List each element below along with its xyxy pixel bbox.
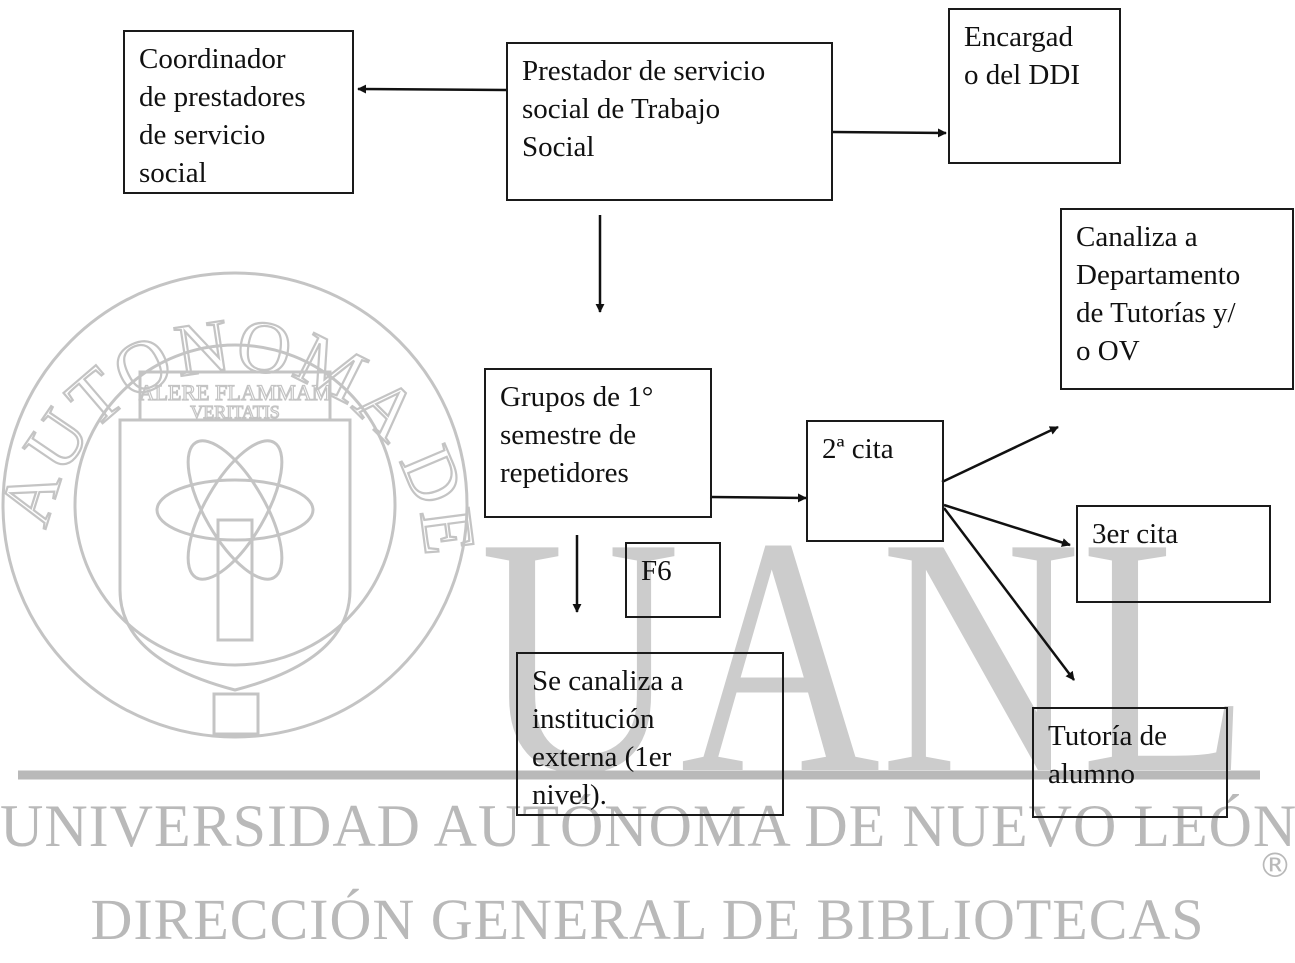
grupos-box: Grupos de 1° semestre de repetidores: [484, 368, 712, 518]
externa-box: Se canaliza a institución externa (1er n…: [516, 652, 784, 816]
arrow-segunda-cita-to-canaliza: [941, 425, 1059, 484]
seal-motto: VERITATIS: [190, 402, 280, 422]
segunda-cita-box: 2ª cita: [806, 420, 944, 542]
canaliza-box: Canaliza a Departamento de Tutorías y/ o…: [1060, 208, 1294, 390]
prestador-box: Prestador de servicio social de Trabajo …: [506, 42, 833, 201]
encargado-box: Encargad o del DDI: [948, 8, 1121, 164]
arrow-grupos-to-segunda-cita: [709, 493, 807, 503]
arrow-segunda-cita-to-tutoria: [943, 507, 1075, 681]
arrow-prestador-to-encargado: [832, 128, 947, 138]
arrow-segunda-cita-to-tercera-cita: [943, 503, 1071, 547]
university-seal: [1, 271, 469, 739]
seal-motto: ALERE FLAMMAM: [139, 380, 332, 405]
tutoria-box: Tutoría de alumno: [1032, 707, 1228, 818]
arrow-prestador-to-coordinador: [357, 84, 507, 94]
f6-box: F6: [625, 542, 721, 618]
tercera-cita-box: 3er cita: [1076, 505, 1271, 603]
registered-mark: ®: [1258, 846, 1292, 886]
watermark-university-name: UNIVERSIDAD AUTÓNOMA DE NUEVO LEÓN: [0, 793, 1295, 859]
uanl-watermark-letters: UANL: [480, 467, 1250, 844]
coordinador-box: Coordinador de prestadores de servicio s…: [123, 30, 354, 194]
watermark-library-name: DIRECCIÓN GENERAL DE BIBLIOTECAS: [90, 887, 1205, 952]
